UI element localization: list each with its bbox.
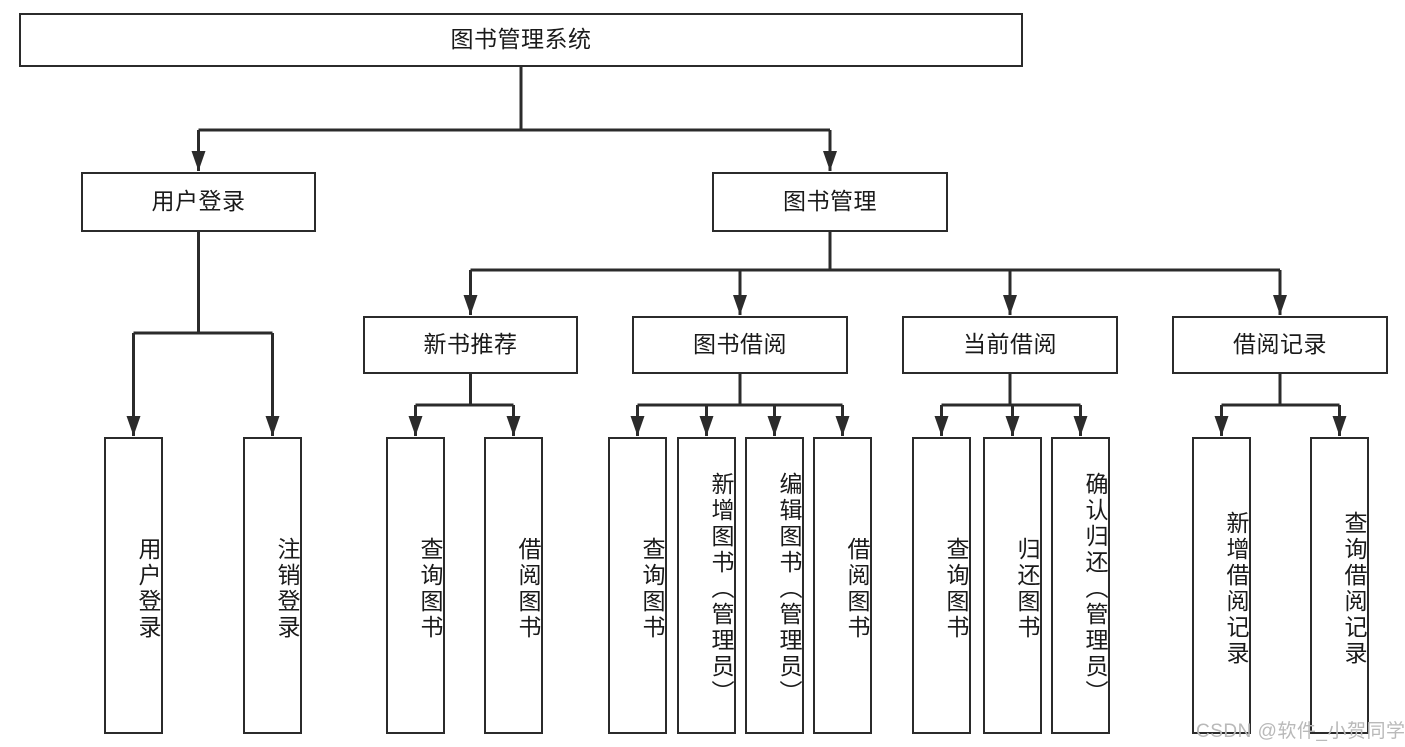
- node-label: 借阅图书: [515, 536, 541, 641]
- arrowhead: [733, 295, 747, 315]
- arrowhead: [1214, 416, 1229, 436]
- node-label: 图书管理: [783, 188, 877, 215]
- node-l_q2[interactable]: 查询图书: [608, 437, 667, 734]
- node-label: 新书推荐: [423, 331, 518, 358]
- arrowhead: [506, 416, 521, 436]
- arrowhead: [767, 416, 782, 436]
- node-label: 归还图书: [1014, 536, 1040, 641]
- node-label: 图书借阅: [693, 331, 787, 358]
- node-label: 查询图书: [943, 536, 969, 641]
- node-l_q1[interactable]: 查询图书: [386, 437, 445, 734]
- node-l_confirm[interactable]: 确认归还（管理员）: [1051, 437, 1110, 734]
- node-label: 确认归还（管理员）: [1082, 471, 1108, 706]
- node-label: 查询图书: [417, 536, 443, 641]
- node-login[interactable]: 用户登录: [81, 172, 316, 232]
- arrowhead: [1003, 295, 1017, 315]
- node-label: 用户登录: [151, 188, 246, 215]
- arrowhead: [1005, 416, 1020, 436]
- arrowhead: [630, 416, 645, 436]
- node-newbook[interactable]: 新书推荐: [363, 316, 578, 374]
- node-label: 图书管理系统: [450, 26, 592, 53]
- node-label: 用户登录: [135, 536, 161, 641]
- arrowhead: [1332, 416, 1347, 436]
- node-l_logout[interactable]: 注销登录: [243, 437, 302, 734]
- node-label: 借阅图书: [844, 536, 870, 641]
- node-root[interactable]: 图书管理系统: [19, 13, 1023, 67]
- arrowhead: [934, 416, 949, 436]
- node-l_qrec[interactable]: 查询借阅记录: [1310, 437, 1369, 734]
- arrowhead: [823, 151, 837, 171]
- arrowhead: [191, 151, 206, 171]
- node-label: 注销登录: [274, 536, 300, 641]
- arrowhead: [835, 416, 850, 436]
- node-label: 借阅记录: [1233, 331, 1327, 358]
- node-label: 查询图书: [639, 536, 665, 641]
- csdn-watermark: CSDN @软件_小贺同学: [1196, 721, 1405, 742]
- node-label: 新增借阅记录: [1223, 510, 1249, 667]
- arrowhead: [408, 416, 423, 436]
- node-l_userlogin[interactable]: 用户登录: [104, 437, 163, 734]
- node-l_b2[interactable]: 借阅图书: [813, 437, 872, 734]
- node-l_b1[interactable]: 借阅图书: [484, 437, 543, 734]
- node-l_edit[interactable]: 编辑图书（管理员）: [745, 437, 804, 734]
- node-record[interactable]: 借阅记录: [1172, 316, 1388, 374]
- node-label: 当前借阅: [963, 331, 1057, 358]
- node-l_return[interactable]: 归还图书: [983, 437, 1042, 734]
- arrowhead: [126, 416, 141, 436]
- node-label: 编辑图书（管理员）: [776, 471, 802, 706]
- node-current[interactable]: 当前借阅: [902, 316, 1118, 374]
- arrowhead: [265, 416, 280, 436]
- node-label: 查询借阅记录: [1341, 510, 1367, 667]
- arrowhead: [699, 416, 714, 436]
- arrowhead: [463, 295, 478, 315]
- node-l_addrec[interactable]: 新增借阅记录: [1192, 437, 1251, 734]
- arrowhead: [1073, 416, 1088, 436]
- node-bookmgmt[interactable]: 图书管理: [712, 172, 948, 232]
- node-borrow[interactable]: 图书借阅: [632, 316, 848, 374]
- node-l_add[interactable]: 新增图书（管理员）: [677, 437, 736, 734]
- arrowhead: [1273, 295, 1287, 315]
- node-l_q3[interactable]: 查询图书: [912, 437, 971, 734]
- node-label: 新增图书（管理员）: [708, 471, 734, 706]
